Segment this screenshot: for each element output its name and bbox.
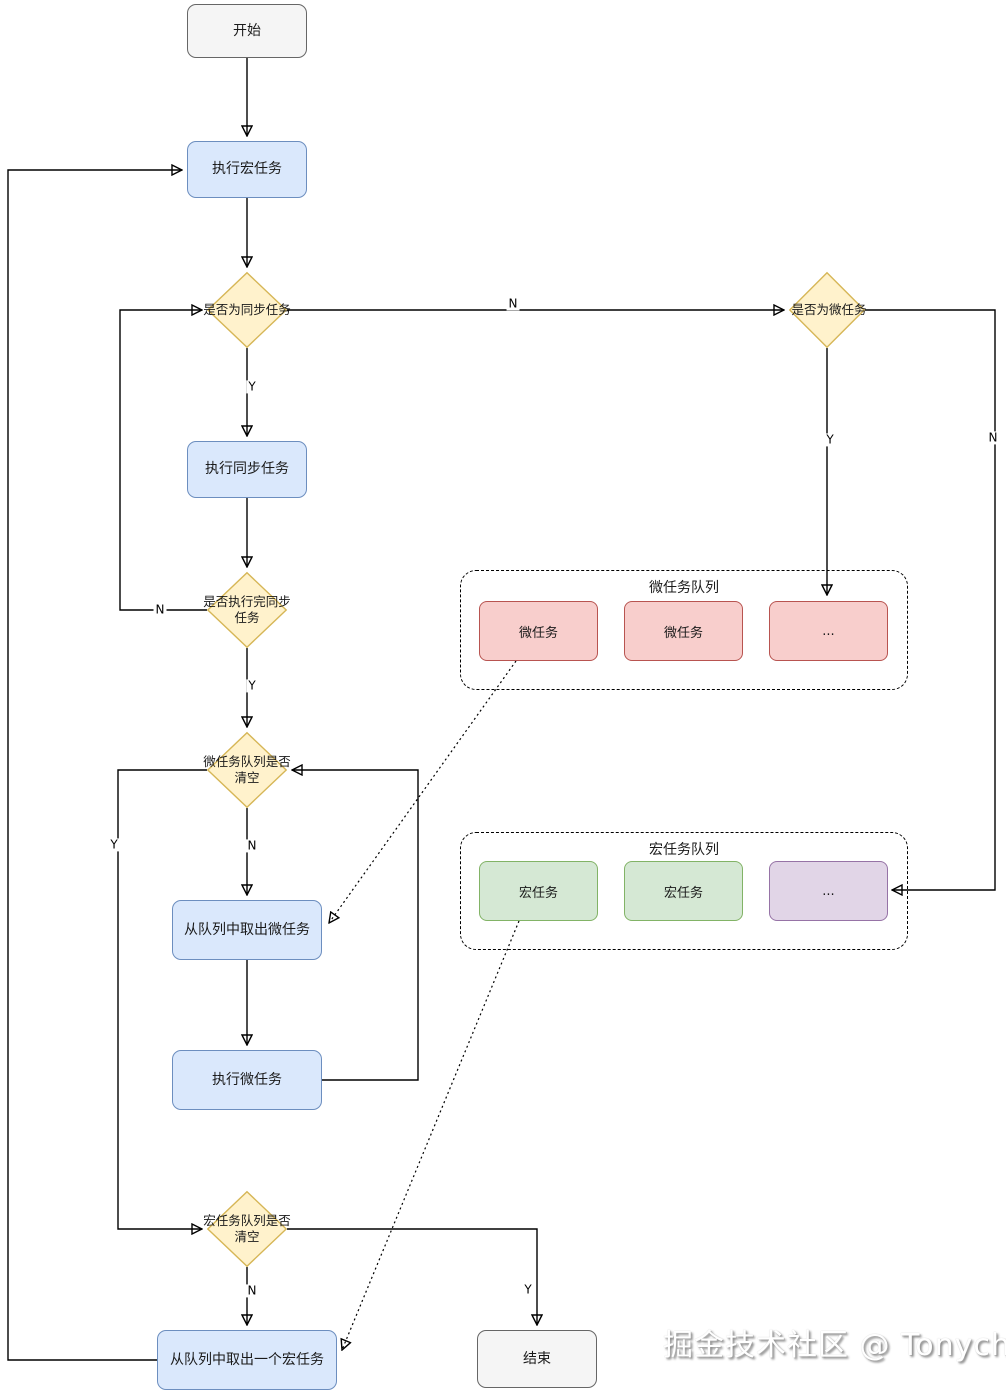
- node-sync-done-label: 是否执行完同步任务: [203, 594, 291, 625]
- edge-label-sync-done-no: N: [153, 602, 167, 617]
- micro-task-queue-title: 微任务队列: [649, 580, 719, 596]
- edge-label-micro-empty-yes: Y: [108, 837, 120, 852]
- macro-task-item-1: 宏任务: [479, 861, 598, 921]
- micro-task-item-2: 微任务: [624, 601, 743, 661]
- node-micro-empty-decision: 微任务队列是否清空: [203, 732, 291, 808]
- node-take-macro: 从队列中取出一个宏任务: [157, 1330, 337, 1390]
- node-is-micro-label: 是否为微任务: [791, 302, 867, 318]
- node-sync-done-decision: 是否执行完同步任务: [203, 572, 291, 648]
- micro-task-item-1: 微任务: [479, 601, 598, 661]
- node-start-label: 开始: [233, 22, 261, 39]
- node-is-micro-decision: 是否为微任务: [789, 272, 867, 348]
- edge-label-sync-done-yes: Y: [246, 678, 258, 693]
- diamond-shape: [207, 572, 287, 648]
- node-start: 开始: [187, 4, 307, 58]
- micro-task-queue-container: 微任务队列 微任务 微任务 ...: [460, 570, 908, 690]
- edge-label-is-sync-yes: Y: [246, 379, 258, 394]
- node-take-micro: 从队列中取出微任务: [172, 900, 322, 960]
- diamond-shape: [207, 1191, 287, 1267]
- edge-macro-empty-yes: [287, 1228, 537, 1325]
- edge-label-micro-empty-no: N: [245, 838, 259, 853]
- node-micro-empty-label: 微任务队列是否清空: [203, 754, 291, 785]
- macro-task-queue-container: 宏任务队列 宏任务 宏任务 ...: [460, 832, 908, 950]
- edge-take-macro-loop: [7, 170, 182, 1361]
- diamond-shape: [207, 732, 287, 808]
- micro-task-item-more: ...: [769, 601, 888, 661]
- node-is-sync-label: 是否为同步任务: [203, 302, 291, 318]
- diamond-shape: [789, 272, 865, 348]
- edge-label-is-micro-no: N: [986, 430, 1000, 445]
- node-exec-micro-label: 执行微任务: [212, 1071, 282, 1088]
- macro-task-item-2: 宏任务: [624, 861, 743, 921]
- node-is-sync-decision: 是否为同步任务: [203, 272, 291, 348]
- node-end-label: 结束: [523, 1350, 551, 1367]
- edge-dotted-macro-dequeue: [342, 920, 520, 1350]
- node-exec-macro: 执行宏任务: [187, 141, 307, 198]
- edge-micro-empty-yes: [117, 769, 207, 1229]
- node-exec-sync: 执行同步任务: [187, 441, 307, 498]
- node-take-micro-label: 从队列中取出微任务: [184, 921, 310, 938]
- edge-label-is-micro-yes: Y: [824, 432, 836, 447]
- macro-task-item-more: ...: [769, 861, 888, 921]
- node-exec-micro: 执行微任务: [172, 1050, 322, 1110]
- edge-label-is-sync-no: N: [506, 296, 520, 311]
- watermark-text: 掘金技术社区 @ Tonychen: [663, 1328, 1006, 1363]
- node-exec-macro-label: 执行宏任务: [212, 161, 282, 178]
- edge-label-macro-empty-yes: Y: [522, 1282, 534, 1297]
- node-macro-empty-decision: 宏任务队列是否清空: [203, 1191, 291, 1267]
- node-take-macro-label: 从队列中取出一个宏任务: [170, 1351, 324, 1368]
- diamond-shape: [207, 272, 287, 348]
- node-end: 结束: [477, 1330, 597, 1388]
- macro-task-queue-title: 宏任务队列: [649, 842, 719, 858]
- node-macro-empty-label: 宏任务队列是否清空: [203, 1213, 291, 1244]
- node-exec-sync-label: 执行同步任务: [205, 461, 289, 478]
- edge-label-macro-empty-no: N: [245, 1283, 259, 1298]
